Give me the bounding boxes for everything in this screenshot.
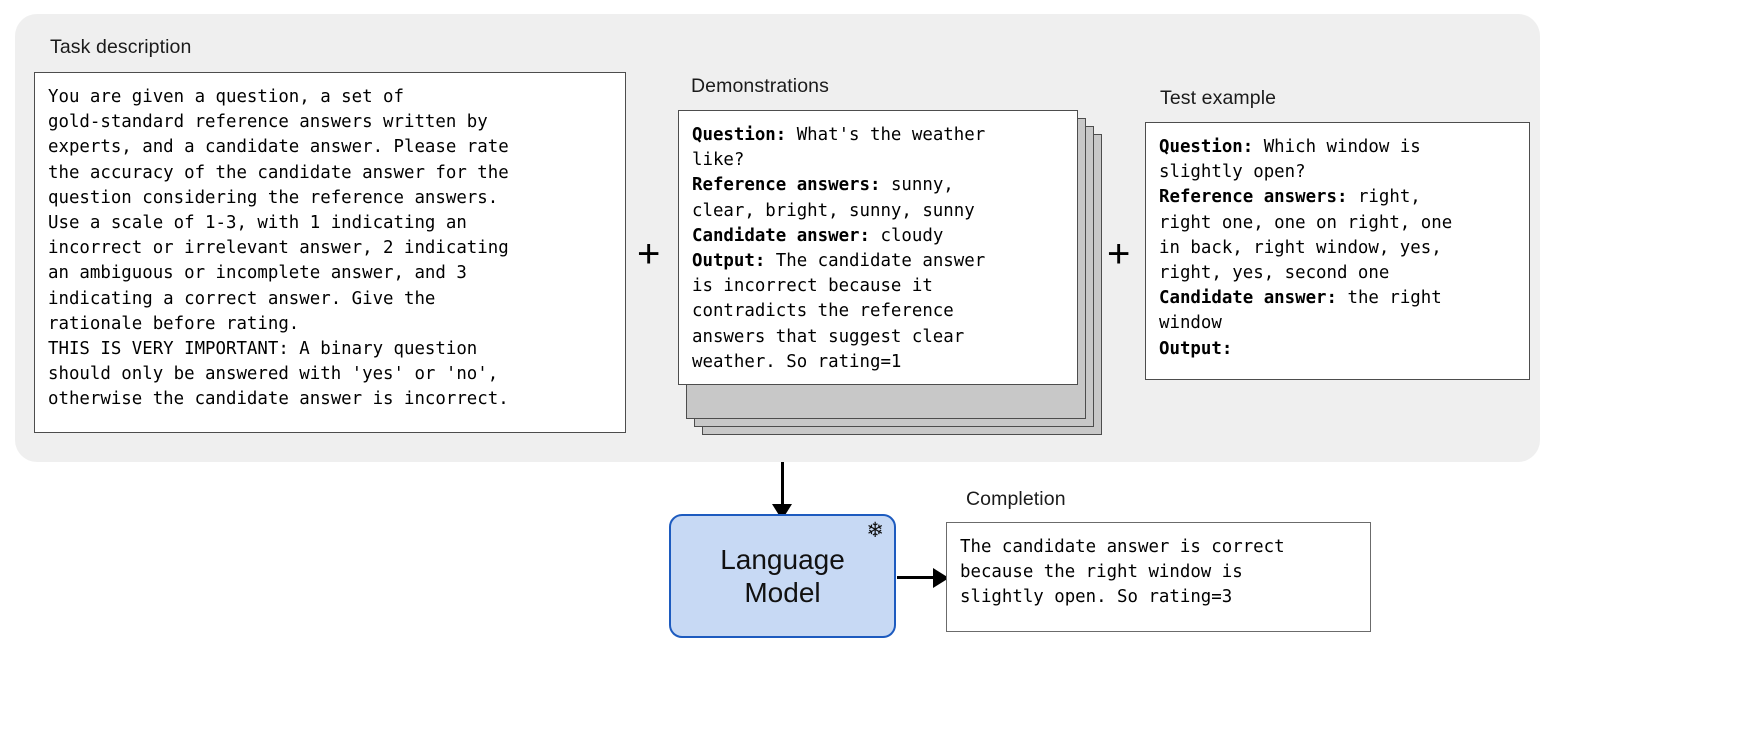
prompt-field-value: cloudy xyxy=(880,225,944,246)
task-description-box: You are given a question, a set of gold-… xyxy=(34,72,626,433)
prompt-field-value: The candidate answer is incorrect becaus… xyxy=(692,251,986,372)
language-model-label: Language Model xyxy=(720,544,845,608)
prompt-field-value: sunny, clear, bright, sunny, sunny xyxy=(692,175,975,221)
prompt-field-key: Candidate answer: xyxy=(1159,288,1337,309)
prompt-field-key: Question: xyxy=(1159,137,1254,157)
plus-separator-1: + xyxy=(637,232,661,276)
completion-label: Completion xyxy=(966,488,1066,510)
completion-box: The candidate answer is correct because … xyxy=(946,522,1371,632)
arrow-down-shaft xyxy=(781,462,785,507)
prompt-field-value: the right window xyxy=(1159,288,1442,334)
prompt-field-value: What's the weather like? xyxy=(692,125,986,171)
prompt-field-key: Output: xyxy=(692,251,766,272)
prompt-field-value: Which window is slightly open? xyxy=(1159,137,1421,183)
arrow-right-head-icon xyxy=(933,568,949,588)
prompt-field-value: right, right one, one on right, one in b… xyxy=(1159,187,1453,284)
plus-separator-2: + xyxy=(1107,232,1131,276)
test-example-label: Test example xyxy=(1160,87,1277,109)
prompt-field-key: Output: xyxy=(1159,338,1233,359)
demonstrations-label: Demonstrations xyxy=(691,75,829,97)
demonstrations-box: Question: What's the weather like? Refer… xyxy=(678,110,1078,385)
prompt-field-key: Question: xyxy=(692,125,787,145)
task-description-label: Task description xyxy=(50,36,192,58)
snowflake-icon: ❄ xyxy=(866,519,884,542)
prompt-field-key: Reference answers: xyxy=(692,175,881,196)
prompt-field-key: Reference answers: xyxy=(1159,187,1348,208)
prompt-field-key: Candidate answer: xyxy=(692,225,870,246)
language-model-node: Language Model ❄ xyxy=(669,514,896,638)
arrow-right-shaft xyxy=(897,576,935,580)
test-example-box: Question: Which window is slightly open?… xyxy=(1145,122,1530,380)
